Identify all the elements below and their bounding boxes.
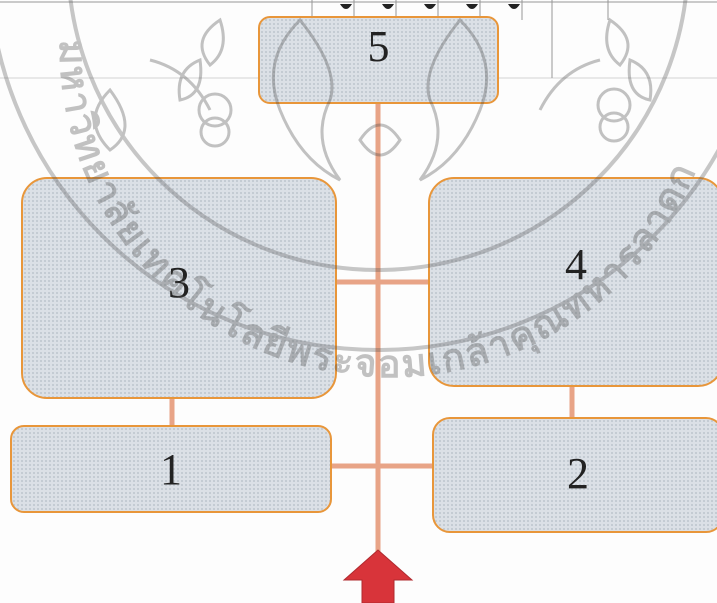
- node-5-label: 5: [368, 21, 390, 72]
- node-2-label: 2: [567, 448, 589, 499]
- up-arrow: [344, 550, 412, 603]
- node-5: 5: [258, 16, 499, 104]
- node-3: 3: [21, 177, 337, 399]
- node-4: 4: [428, 177, 717, 387]
- node-1: 1: [10, 425, 332, 513]
- node-3-label: 3: [168, 257, 190, 308]
- node-1-label: 1: [160, 444, 182, 495]
- node-4-label: 4: [565, 239, 587, 290]
- node-2: 2: [432, 417, 717, 533]
